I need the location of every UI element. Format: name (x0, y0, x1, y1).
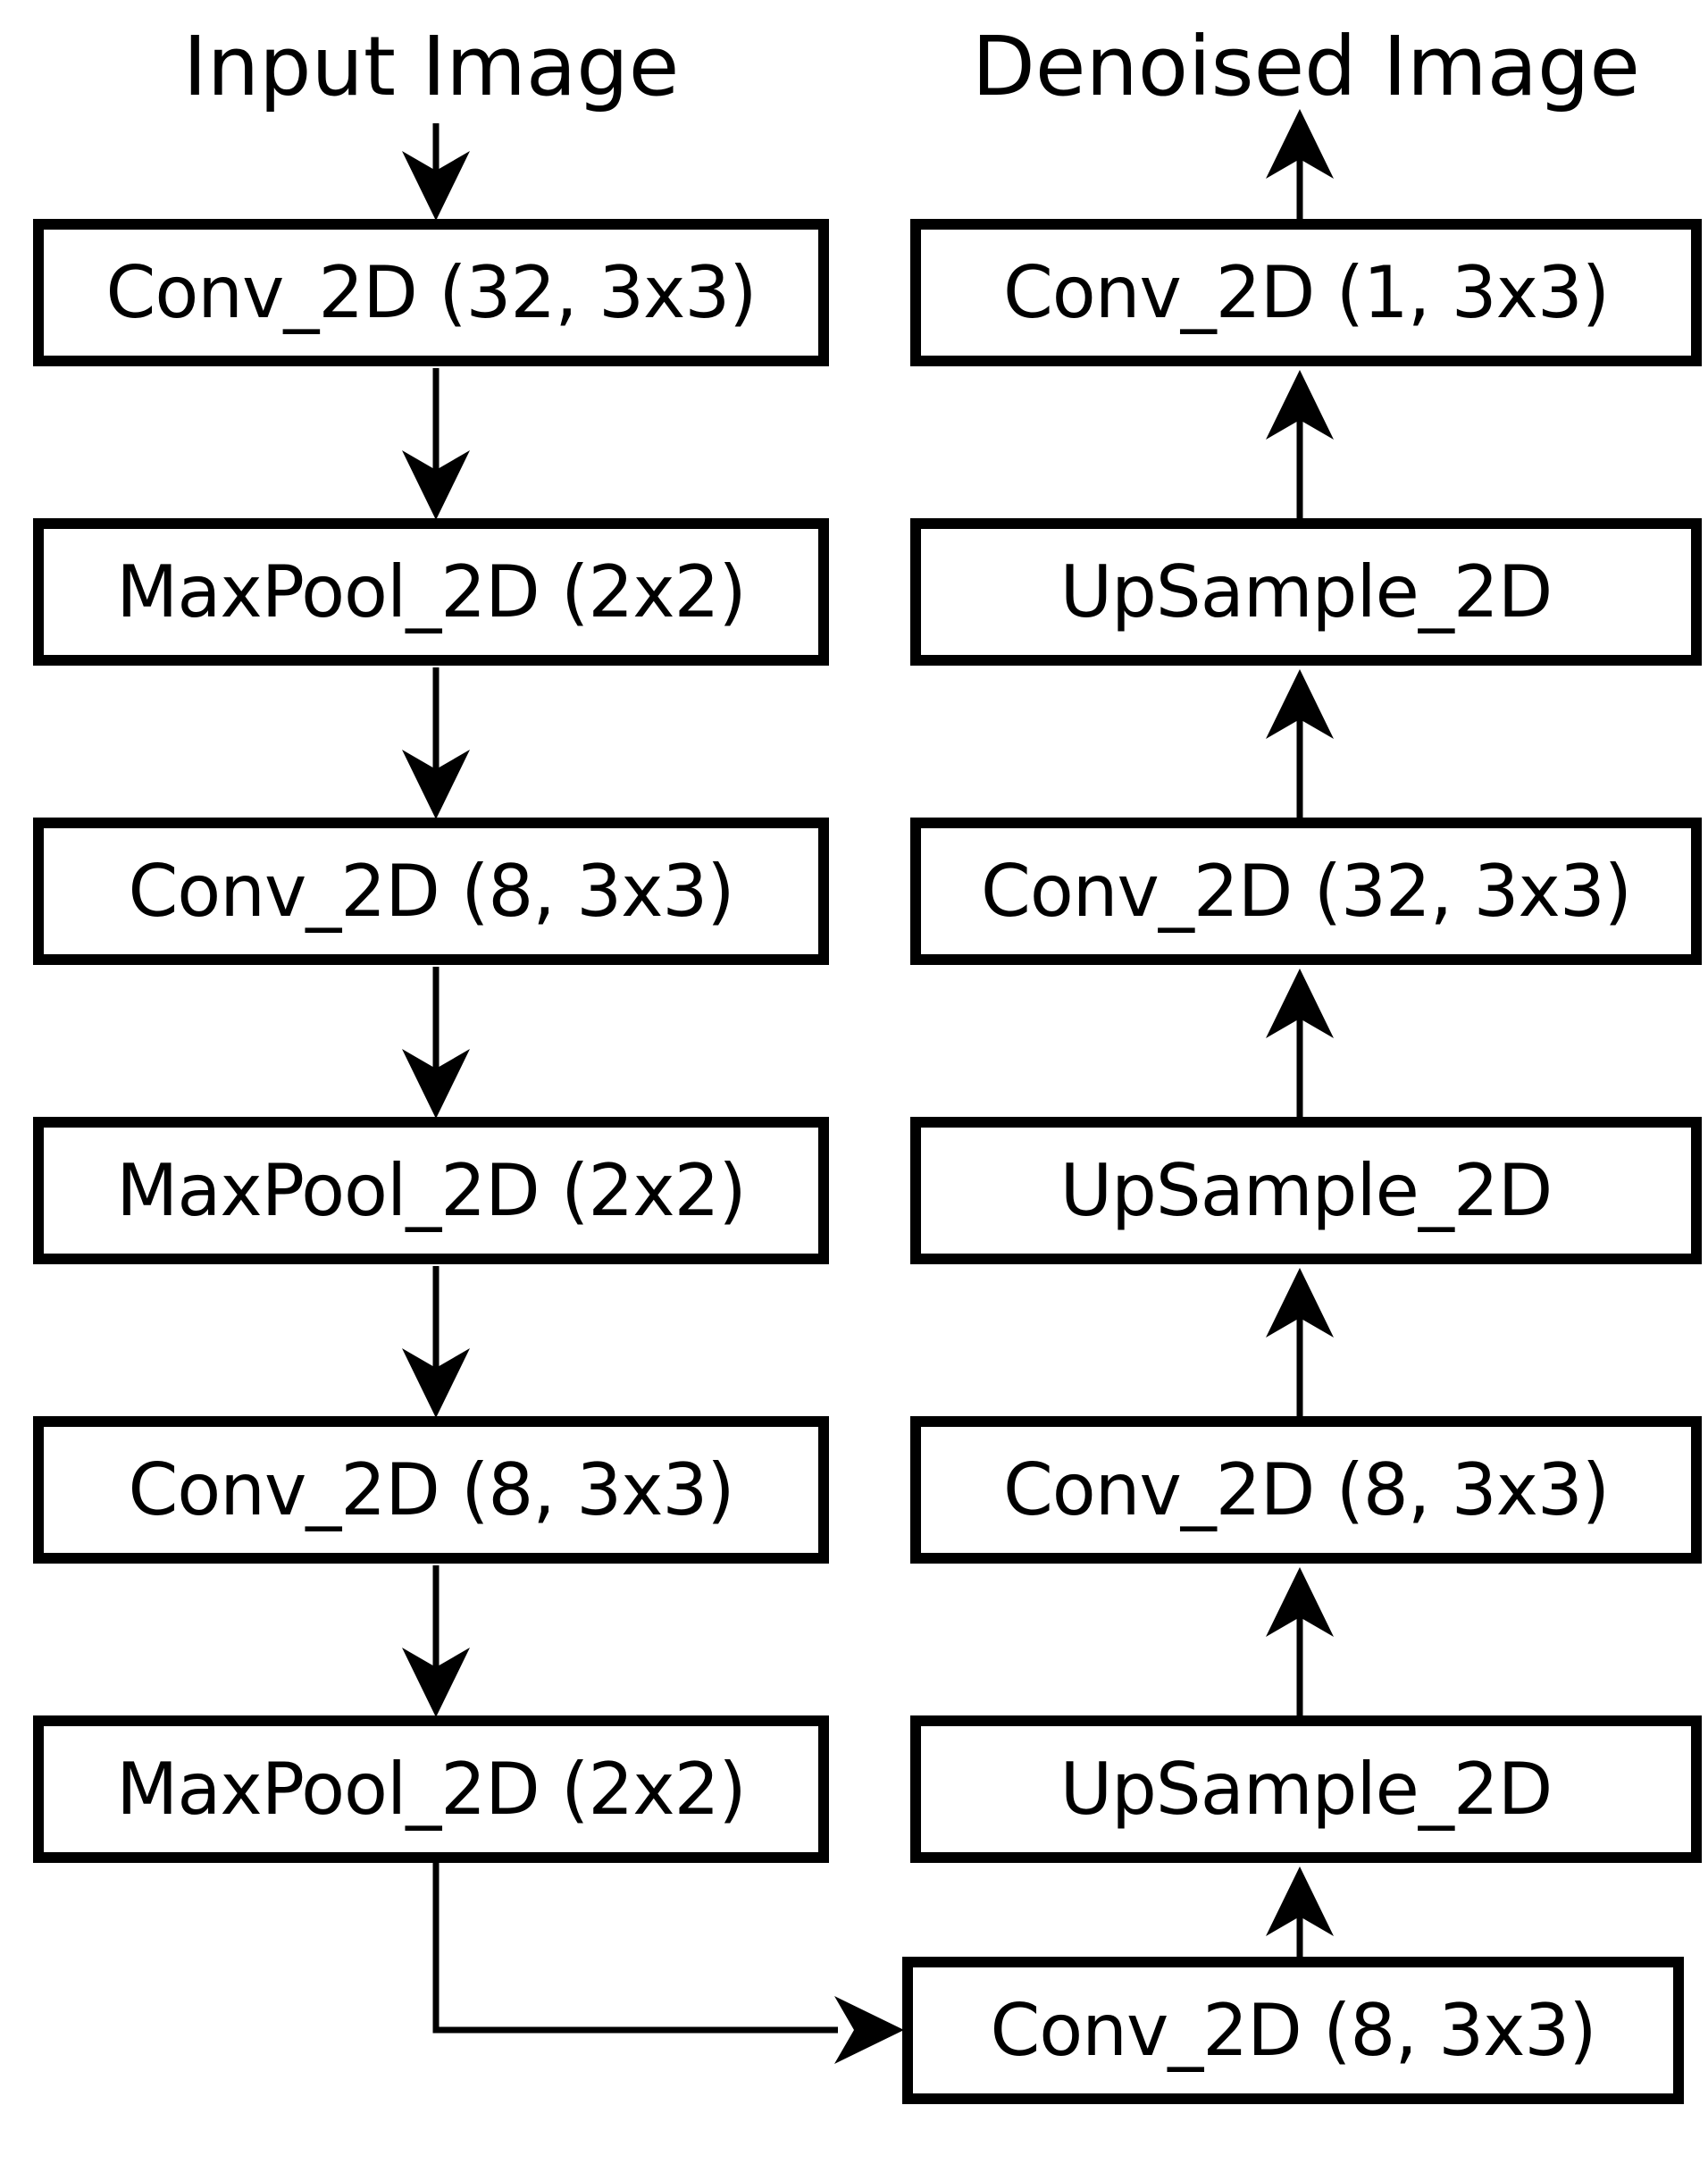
encoder-maxpool-3-box: MaxPool_2D (2x2) (33, 1715, 829, 1863)
decoder-upsample-2-box: UpSample_2D (910, 1117, 1702, 1264)
decoder-conv-8-box: Conv_2D (8, 3x3) (910, 1416, 1702, 1564)
encoder-conv-32-box: Conv_2D (32, 3x3) (33, 219, 829, 366)
decoder-conv-32-box: Conv_2D (32, 3x3) (910, 818, 1702, 965)
decoder-upsample-1-box: UpSample_2D (910, 518, 1702, 666)
bottleneck-conv-8-box: Conv_2D (8, 3x3) (902, 1957, 1684, 2104)
encoder-conv-8b-box: Conv_2D (8, 3x3) (33, 1416, 829, 1564)
arrow-up-icon (1266, 109, 1334, 1959)
decoder-conv-1-box: Conv_2D (1, 3x3) (910, 219, 1702, 366)
encoder-maxpool-2-box: MaxPool_2D (2x2) (33, 1117, 829, 1264)
arrow-elbow-right-icon (432, 1861, 904, 2064)
encoder-conv-8a-box: Conv_2D (8, 3x3) (33, 818, 829, 965)
encoder-maxpool-1-box: MaxPool_2D (2x2) (33, 518, 829, 666)
decoder-title: Denoised Image (972, 19, 1640, 114)
decoder-upsample-3-box: UpSample_2D (910, 1715, 1702, 1863)
encoder-title: Input Image (182, 19, 680, 114)
